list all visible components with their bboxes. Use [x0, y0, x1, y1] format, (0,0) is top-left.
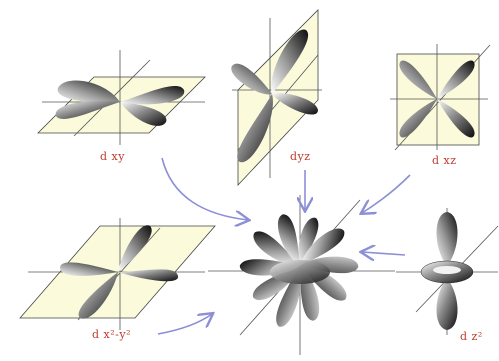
dyz-orbital-group — [231, 9, 322, 187]
arrows-group — [157, 157, 411, 335]
dx2y2-orbital-group — [19, 218, 216, 330]
dxy-orbital-group — [37, 50, 206, 145]
combined-orbitals-group — [208, 195, 395, 355]
dyz-lobes — [231, 29, 318, 163]
arrow-dxz — [362, 174, 411, 213]
arrow-dx2y2 — [157, 314, 212, 335]
dxz-orbital-group — [390, 44, 491, 151]
label-dyz: dyz — [290, 150, 311, 163]
arrow-dxy — [161, 157, 248, 220]
label-dx2y2: d x²-y² — [92, 328, 131, 341]
combined-lobes — [239, 214, 359, 327]
arrow-dz2 — [362, 252, 406, 255]
dz2-lobes — [420, 212, 474, 330]
label-dxy: d xy — [100, 150, 125, 163]
dz2-orbital-group — [396, 208, 499, 335]
dxy-lobes — [55, 80, 185, 126]
dxz-lobes — [399, 60, 475, 138]
dx2y2-lobes — [60, 225, 179, 319]
label-dz2: d z² — [460, 330, 483, 343]
label-dxz: d xz — [432, 154, 457, 167]
